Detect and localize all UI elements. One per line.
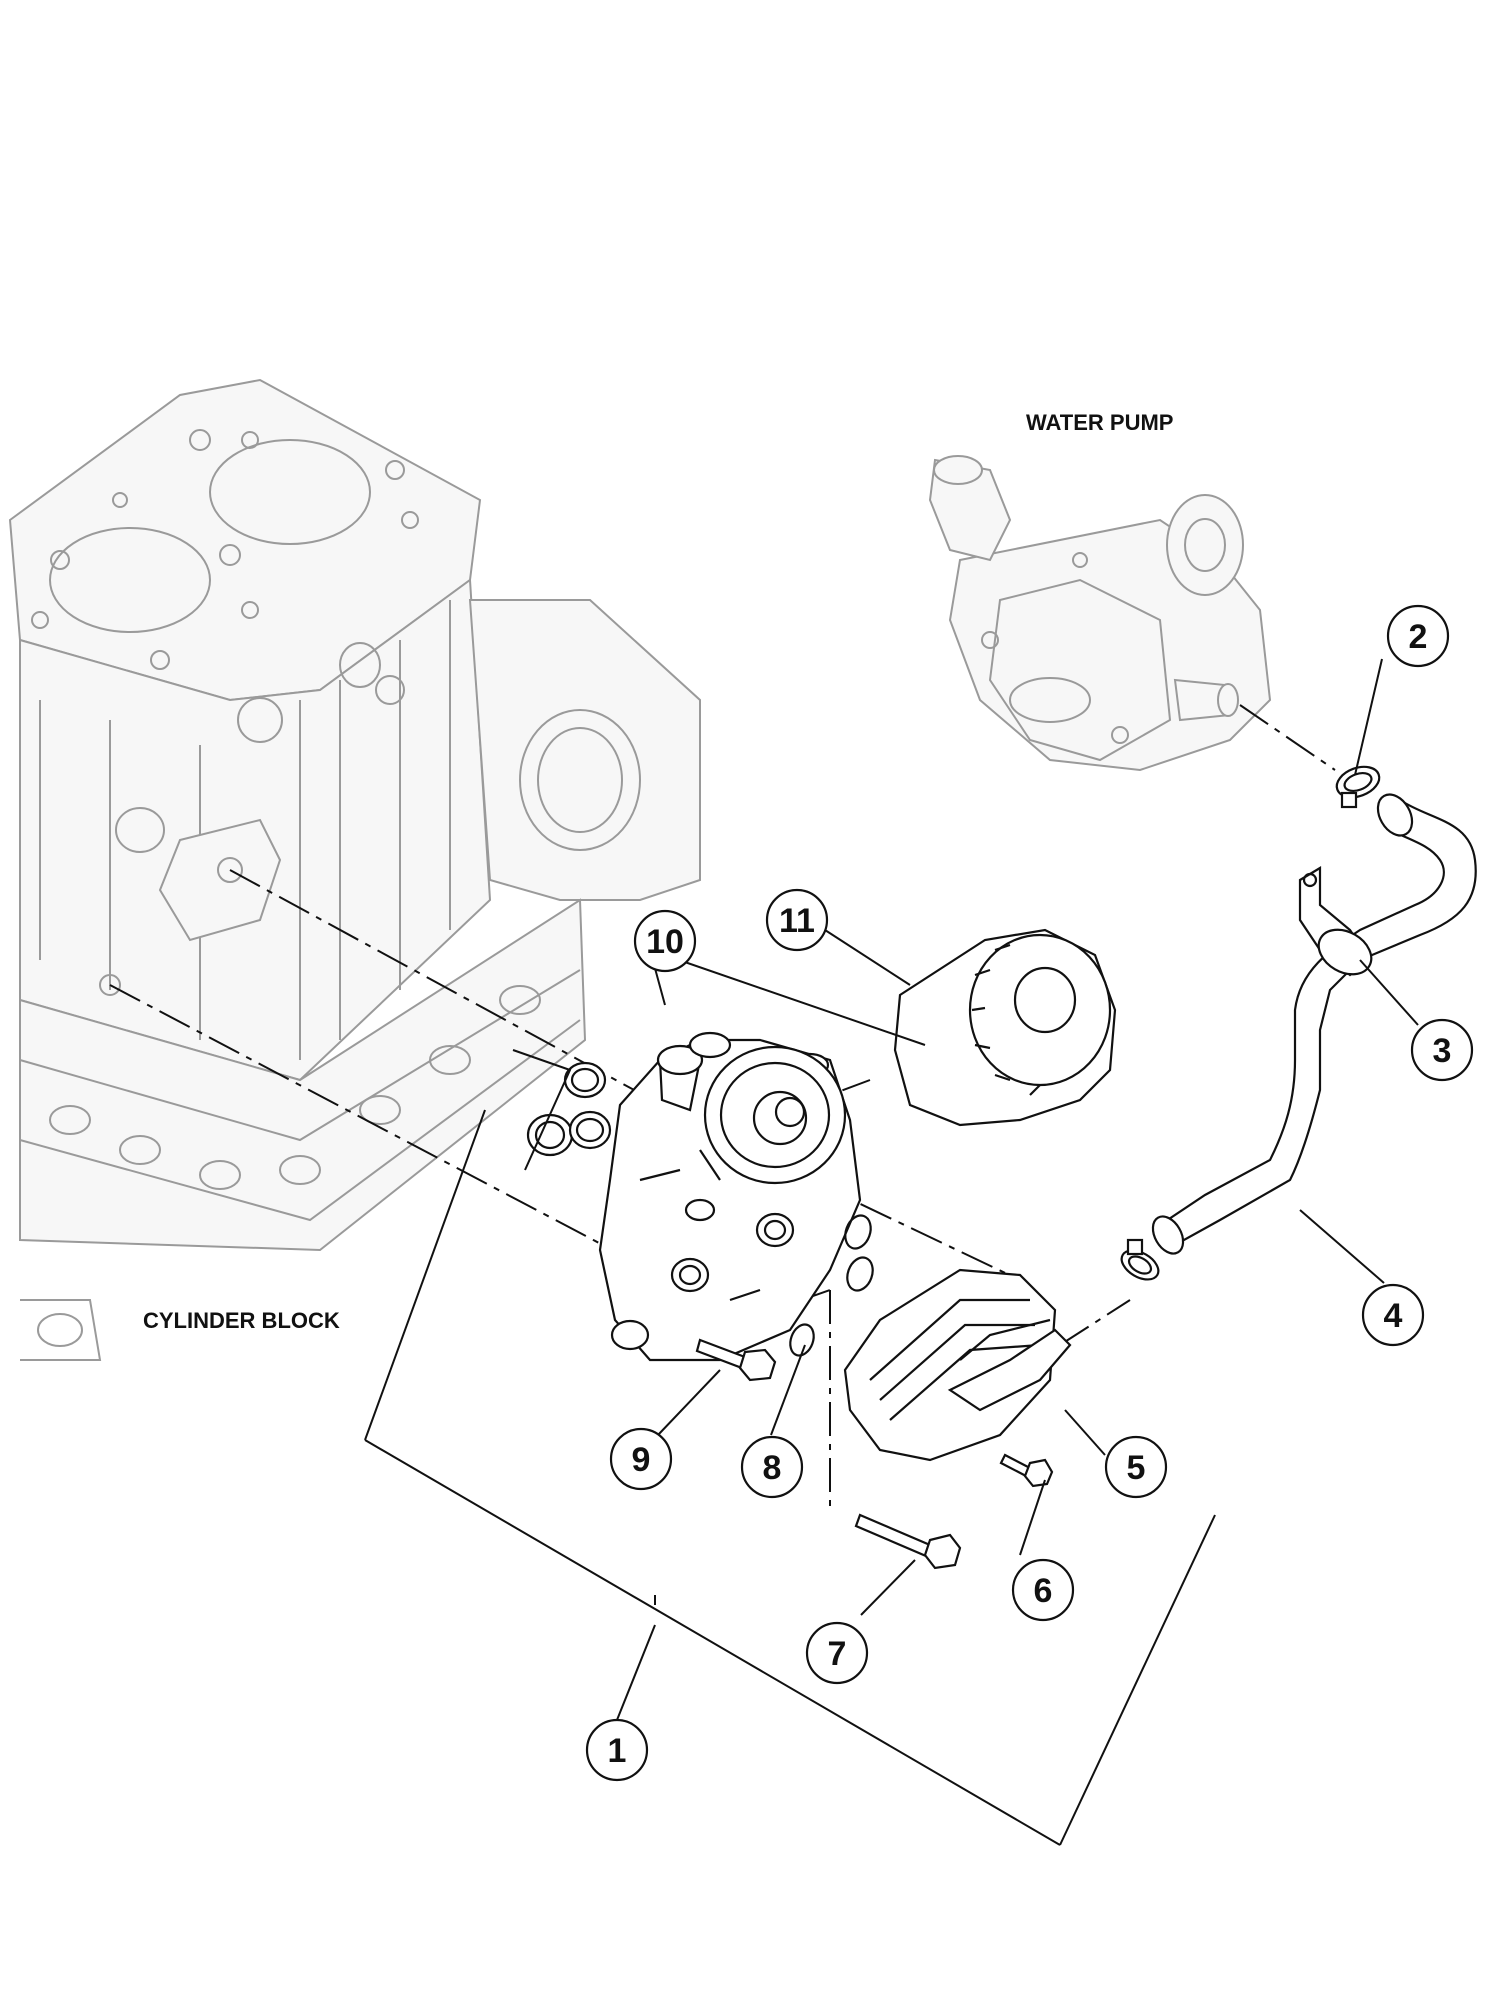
hose-bracket: [1298, 866, 1373, 977]
callout-8: 8: [740, 1435, 804, 1499]
svg-text:11: 11: [779, 902, 815, 940]
svg-text:2: 2: [1409, 618, 1428, 656]
gasket-set: [526, 1061, 612, 1157]
callout-11: 11: [765, 888, 829, 952]
assembly-centerlines: [109, 704, 1336, 1510]
svg-text:10: 10: [646, 923, 684, 961]
callout-5: 5: [1104, 1435, 1168, 1499]
callout-10: 10: [633, 909, 697, 973]
water-pump-label: WATER PUMP: [1026, 410, 1173, 435]
callout-1: 1: [585, 1718, 649, 1782]
svg-text:1: 1: [608, 1732, 627, 1770]
bolt-9: [695, 1338, 777, 1382]
bolt-6: [999, 1453, 1054, 1488]
hose-clamp-upper: [1335, 765, 1381, 809]
bolt-7: [854, 1513, 962, 1570]
water-pump-illustration: [928, 455, 1272, 772]
cylinder-block-illustration: [8, 378, 701, 1361]
callout-2: 2: [1386, 604, 1450, 668]
oil-filter: [893, 928, 1117, 1127]
svg-text:8: 8: [763, 1449, 782, 1487]
callout-4: 4: [1361, 1283, 1425, 1347]
svg-text:4: 4: [1384, 1297, 1403, 1335]
svg-text:5: 5: [1127, 1449, 1146, 1487]
svg-text:3: 3: [1433, 1032, 1452, 1070]
cylinder-block-label: CYLINDER BLOCK: [143, 1308, 340, 1333]
coolant-hose: [1151, 793, 1477, 1255]
callout-3: 3: [1410, 1018, 1474, 1082]
leader-lines: [364, 658, 1419, 1846]
hose-clamp-lower: [1120, 1238, 1160, 1281]
o-rings: [789, 1214, 874, 1357]
callout-7: 7: [805, 1621, 869, 1685]
svg-text:7: 7: [828, 1635, 847, 1673]
svg-text:6: 6: [1034, 1572, 1053, 1610]
svg-text:9: 9: [632, 1441, 651, 1479]
callout-9: 9: [609, 1427, 673, 1491]
callout-6: 6: [1011, 1558, 1075, 1622]
oil-filter-head: [598, 1031, 862, 1362]
oil-cooler: [843, 1268, 1072, 1462]
